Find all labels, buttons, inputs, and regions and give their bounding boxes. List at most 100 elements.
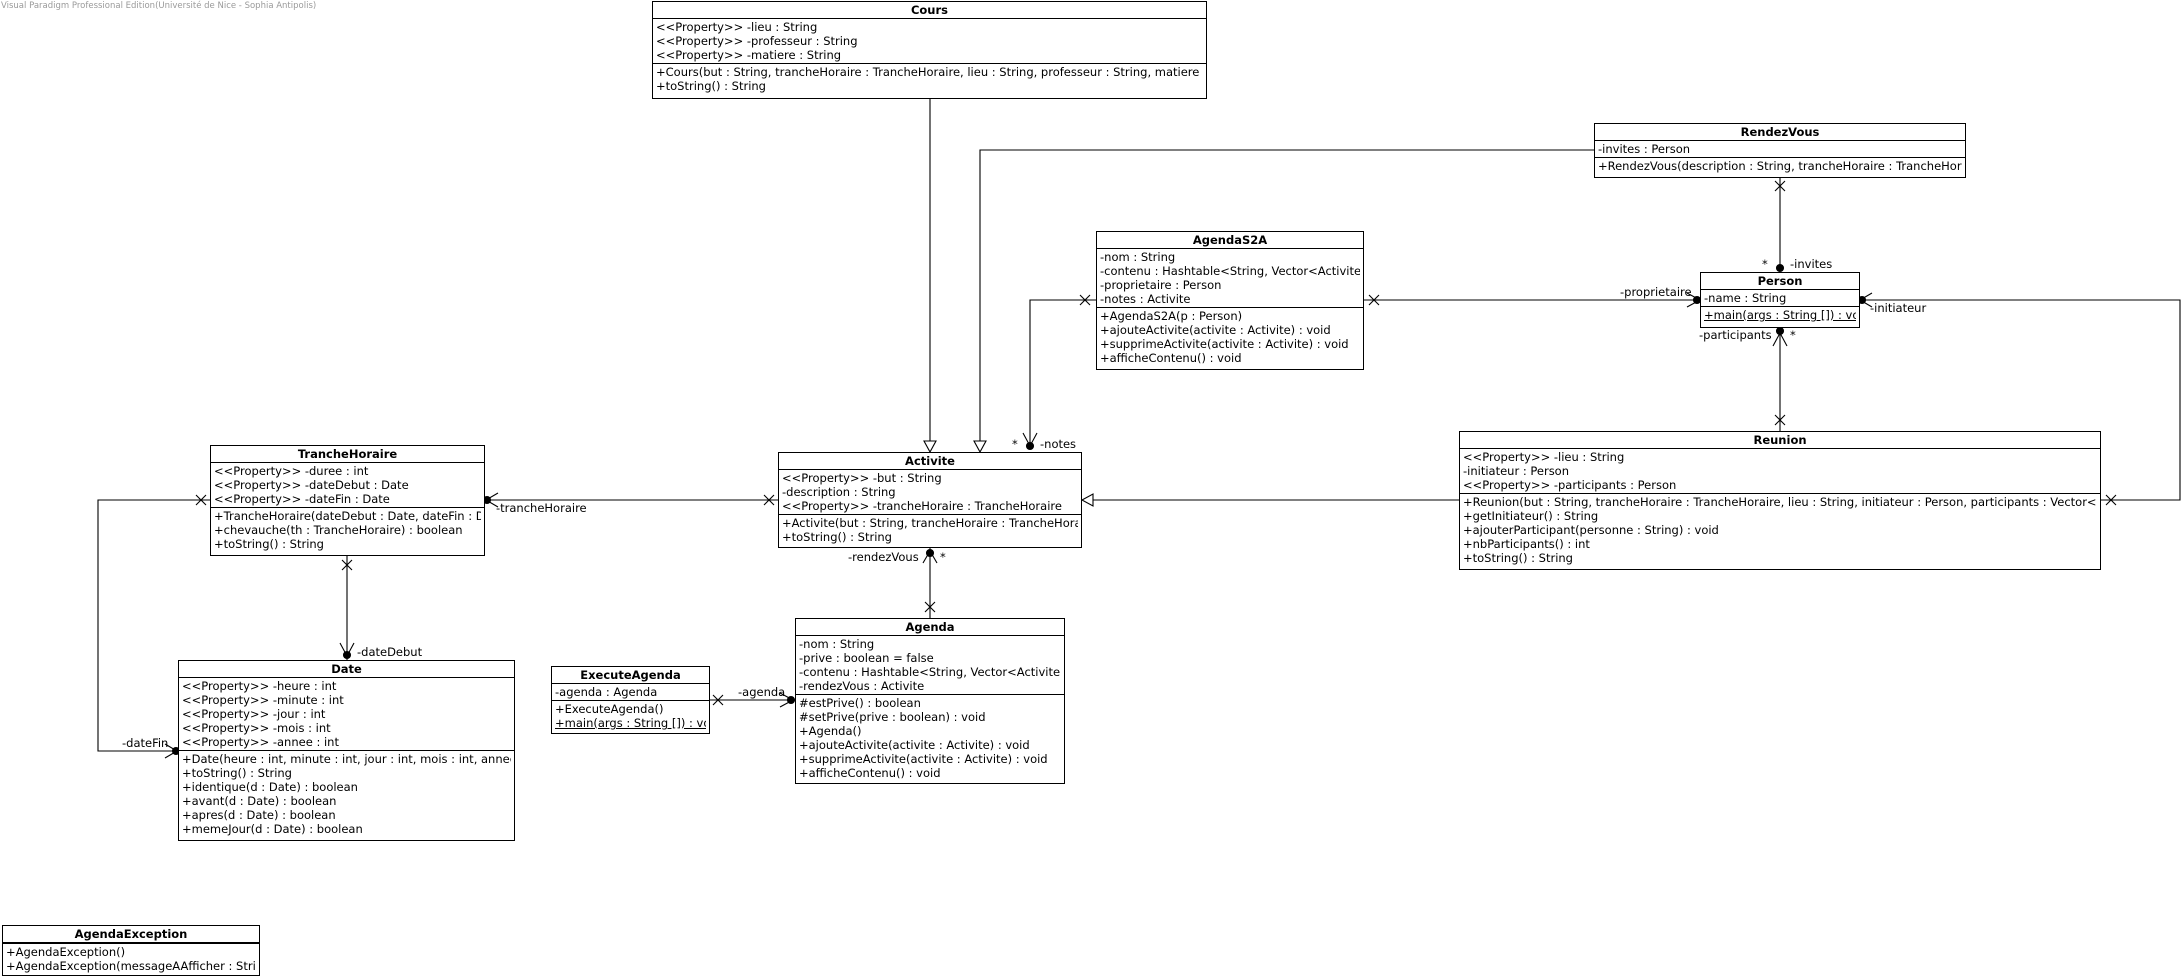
- arrow-datefin: [164, 743, 179, 759]
- label-proprietaire: -proprietaire: [1620, 285, 1692, 299]
- assoc-tranche-datefin: [97, 499, 210, 752]
- operations-section: +AgendaS2A(p : Person) +ajouteActivite(a…: [1097, 308, 1363, 366]
- attributes-section: <<Property>> -duree : int <<Property>> -…: [211, 463, 484, 508]
- class-executeagenda[interactable]: ExecuteAgenda -agenda : Agenda +ExecuteA…: [551, 666, 710, 734]
- xmark-rendezvous-invites: [1774, 180, 1786, 192]
- operation: +toString() : String: [782, 530, 892, 544]
- arrow-participants: [1772, 331, 1788, 347]
- label-date-debut: -dateDebut: [357, 645, 423, 659]
- operation: +main(args : String []) : void: [1704, 308, 1856, 322]
- operation: +Cours(but : String, trancheHoraire : Tr…: [656, 65, 1203, 79]
- class-name: TrancheHoraire: [211, 446, 484, 463]
- operations-section: +Activite(but : String, trancheHoraire :…: [779, 515, 1081, 545]
- label-notes-mult: *: [1012, 437, 1018, 451]
- attribute: <<Property>> -dateFin : Date: [214, 492, 390, 506]
- label-date-fin: -dateFin: [122, 736, 169, 750]
- label-tranche-horaire: -trancheHoraire: [496, 501, 587, 515]
- class-agendaexception[interactable]: AgendaException +AgendaException() +Agen…: [2, 925, 260, 976]
- xmark-agendas2a-proprietaire: [1368, 294, 1380, 306]
- gen-rendezvous-activite: [979, 149, 1594, 441]
- attributes-section: <<Property>> -lieu : String <<Property>>…: [653, 19, 1206, 64]
- attribute: <<Property>> -minute : int: [182, 693, 344, 707]
- operation: +Agenda(): [799, 724, 862, 738]
- attribute: <<Property>> -jour : int: [182, 707, 326, 721]
- attribute: <<Property>> -duree : int: [214, 464, 369, 478]
- label-notes: -notes: [1040, 437, 1077, 451]
- class-activite[interactable]: Activite <<Property>> -but : String -des…: [778, 452, 1082, 548]
- operation: +supprimeActivite(activite : Activite) :…: [1100, 337, 1349, 351]
- attributes-section: -nom : String -contenu : Hashtable<Strin…: [1097, 249, 1363, 308]
- operation: +afficheContenu() : void: [799, 766, 941, 780]
- class-name: AgendaException: [3, 926, 259, 943]
- class-name: ExecuteAgenda: [552, 667, 709, 684]
- label-invites-mult: *: [1762, 257, 1768, 271]
- attributes-section: <<Property>> -lieu : String -initiateur …: [1460, 449, 2100, 494]
- attribute: <<Property>> -professeur : String: [656, 34, 858, 48]
- class-name: Agenda: [796, 619, 1064, 636]
- label-rendez-vous: -rendezVous: [848, 550, 919, 564]
- class-name: Person: [1701, 273, 1859, 290]
- attribute: -nom : String: [1100, 250, 1176, 264]
- attributes-section: -nom : String -prive : boolean = false -…: [796, 636, 1064, 695]
- operations-section: +ExecuteAgenda() +main(args : String [])…: [552, 701, 709, 731]
- xmark-tranche-datedebut: [341, 559, 353, 571]
- xmark-reunion-participants: [1774, 414, 1786, 426]
- attribute: -agenda : Agenda: [555, 685, 658, 699]
- class-name: RendezVous: [1595, 124, 1965, 141]
- xmark-agendas2a-notes: [1079, 294, 1091, 306]
- label-invites: -invites: [1790, 257, 1833, 271]
- class-name: Date: [179, 661, 514, 678]
- attribute: <<Property>> -lieu : String: [656, 20, 818, 34]
- operation: +toString() : String: [656, 79, 766, 93]
- attribute: <<Property>> -but : String: [782, 471, 942, 485]
- operations-section: +TrancheHoraire(dateDebut : Date, dateFi…: [211, 508, 484, 552]
- class-agendas2a[interactable]: AgendaS2A -nom : String -contenu : Hasht…: [1096, 231, 1364, 370]
- attribute: -initiateur : Person: [1463, 464, 1570, 478]
- attribute: <<Property>> -matiere : String: [656, 48, 842, 62]
- attributes-section: -agenda : Agenda: [552, 684, 709, 701]
- attribute: -proprietaire : Person: [1100, 278, 1222, 292]
- operation: +getInitiateur() : String: [1463, 509, 1599, 523]
- operation: +AgendaException(messageAAfficher : Stri…: [6, 959, 256, 973]
- operation: +ajouterParticipant(personne : String) :…: [1463, 523, 1719, 537]
- operations-section: +AgendaException() +AgendaException(mess…: [3, 944, 259, 974]
- class-person[interactable]: Person -name : String +main(args : Strin…: [1700, 272, 1860, 328]
- class-cours[interactable]: Cours <<Property>> -lieu : String <<Prop…: [652, 1, 1207, 99]
- class-name: Activite: [779, 453, 1081, 470]
- attributes-section: <<Property>> -heure : int <<Property>> -…: [179, 678, 514, 751]
- label-initiateur: -initiateur: [1870, 301, 1927, 315]
- operation: #setPrive(prive : boolean) : void: [799, 710, 986, 724]
- operation: +toString() : String: [182, 766, 292, 780]
- arrow-datedebut: [339, 642, 355, 658]
- attribute: <<Property>> -mois : int: [182, 721, 331, 735]
- attribute: <<Property>> -dateDebut : Date: [214, 478, 409, 492]
- operation: +TrancheHoraire(dateDebut : Date, dateFi…: [214, 509, 481, 523]
- operation: +main(args : String []) : void: [555, 716, 706, 730]
- gen-arrow-cours: [923, 440, 937, 454]
- class-name: Cours: [653, 2, 1206, 19]
- attributes-section: [3, 943, 259, 944]
- class-date[interactable]: Date <<Property>> -heure : int <<Propert…: [178, 660, 515, 841]
- operation: #estPrive() : boolean: [799, 696, 921, 710]
- class-reunion[interactable]: Reunion <<Property>> -lieu : String -ini…: [1459, 431, 2101, 570]
- operations-section: #estPrive() : boolean #setPrive(prive : …: [796, 695, 1064, 781]
- operation: +RendezVous(description : String, tranch…: [1598, 159, 1962, 173]
- class-rendezvous[interactable]: RendezVous -invites : Person +RendezVous…: [1594, 123, 1966, 178]
- operation: +memeJour(d : Date) : boolean: [182, 822, 363, 836]
- operation: +toString() : String: [214, 537, 324, 551]
- operation: +avant(d : Date) : boolean: [182, 794, 337, 808]
- attribute: -name : String: [1704, 291, 1787, 305]
- operation: +ajouteActivite(activite : Activite) : v…: [799, 738, 1030, 752]
- attribute: <<Property>> -heure : int: [182, 679, 337, 693]
- class-agenda[interactable]: Agenda -nom : String -prive : boolean = …: [795, 618, 1065, 784]
- class-tranchehoraire[interactable]: TrancheHoraire <<Property>> -duree : int…: [210, 445, 485, 556]
- attribute: -nom : String: [799, 637, 875, 651]
- operation: +supprimeActivite(activite : Activite) :…: [799, 752, 1048, 766]
- class-name: AgendaS2A: [1097, 232, 1363, 249]
- attribute: -contenu : Hashtable<String, Vector<Acti…: [799, 665, 1061, 679]
- attribute: -rendezVous : Activite: [799, 679, 925, 693]
- operation: +AgendaException(): [6, 945, 126, 959]
- operations-section: +main(args : String []) : void: [1701, 307, 1859, 323]
